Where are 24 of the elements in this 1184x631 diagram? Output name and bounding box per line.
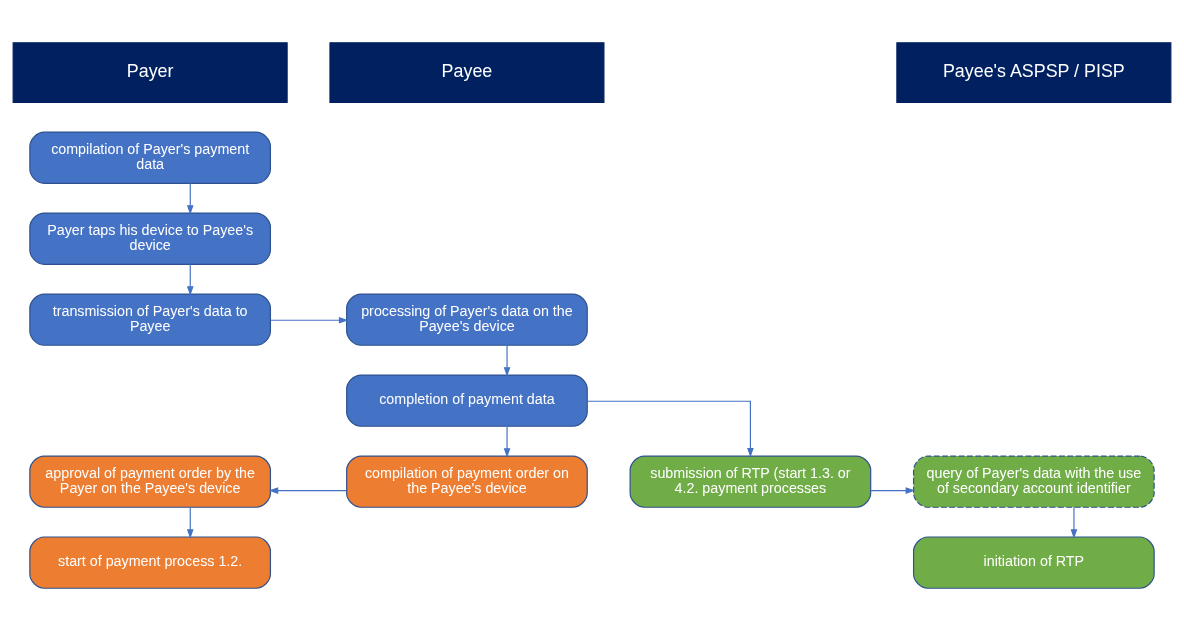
node-box: submission of RTP (start 1.3. or 4.2. payment processes	[629, 455, 872, 508]
node-box: transmission of Payer's data to Payee	[29, 293, 272, 346]
node-box: query of Payer's data with the use of secondary account identifier	[912, 455, 1155, 508]
node-box: initiation of RTP	[912, 536, 1155, 589]
node-box: Payee	[329, 42, 605, 103]
arrow	[503, 425, 511, 458]
arrow	[586, 400, 754, 458]
arrow	[186, 263, 194, 296]
arrow	[1070, 506, 1078, 539]
arrow	[186, 182, 194, 215]
arrow	[503, 344, 511, 377]
node-box: compilation of Payer's payment data	[29, 131, 272, 184]
node-box: start of payment process 1.2.	[29, 536, 272, 589]
arrow	[870, 487, 916, 494]
node-box: compilation of payment order on the Payee's device	[346, 455, 588, 508]
node-box: completion of payment data	[346, 374, 588, 427]
arrow	[186, 506, 194, 539]
arrow	[270, 316, 349, 324]
node-box: approval of payment order by the Payer on the Payee's device	[29, 455, 272, 508]
arrow	[268, 487, 347, 494]
node-box: processing of Payer's data on the Payee's device	[346, 293, 588, 346]
node-box: Payee's ASPSP / PISP	[896, 42, 1172, 103]
node-box: Payer	[12, 42, 288, 103]
node-box: Payer taps his device to Payee's device	[29, 212, 272, 265]
